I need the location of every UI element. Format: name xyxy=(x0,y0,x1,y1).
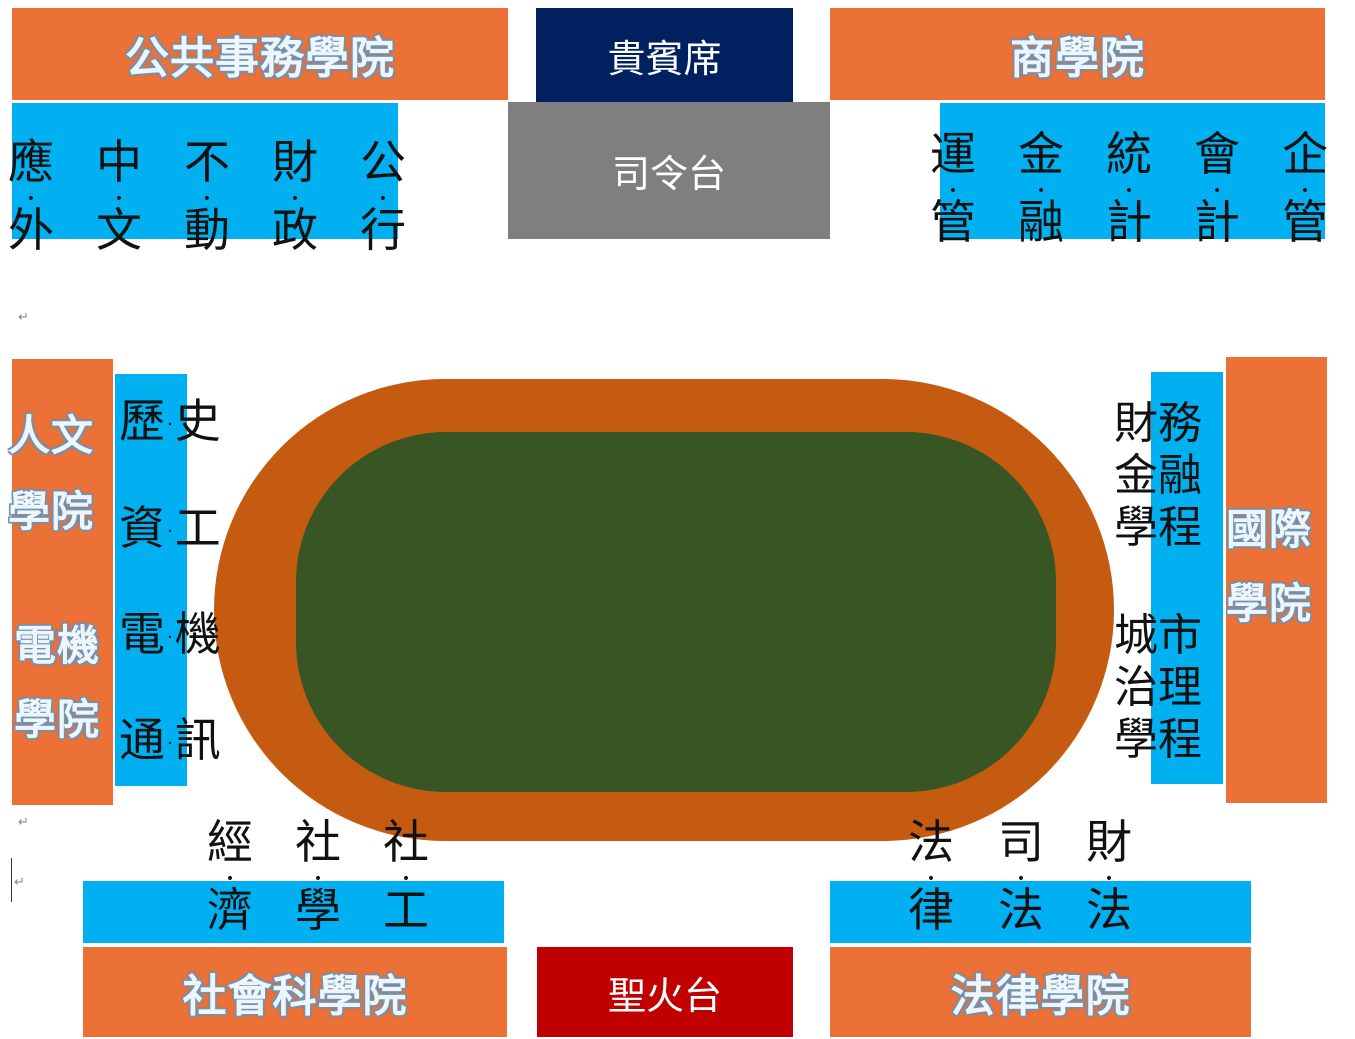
law-college-title: 法律學院 xyxy=(950,971,1131,1022)
dept-column: 金 融 xyxy=(1016,120,1066,256)
dept-char: 法 xyxy=(998,883,1044,937)
dept-char: 企 xyxy=(1280,120,1330,188)
social-sciences-college-banner: 社會科學院 xyxy=(83,947,507,1037)
dept-char: 計 xyxy=(1106,195,1152,249)
vip-seating-block: 貴賓席 xyxy=(536,8,793,102)
dept-char: 經 xyxy=(205,808,255,876)
dept-char: 運 xyxy=(928,120,978,188)
torch-block: 聖火台 xyxy=(537,947,793,1037)
dept-char: 法 xyxy=(906,808,956,876)
social-sciences-dept-area xyxy=(83,881,504,943)
law-dept-area xyxy=(830,881,1251,943)
text-cursor xyxy=(11,858,12,902)
international-college-strip xyxy=(1226,357,1327,803)
dept-char: 統 xyxy=(1104,120,1154,188)
dept-char: 律 xyxy=(908,883,954,937)
left-college-strip xyxy=(12,359,113,805)
dept-column: 中 文 xyxy=(94,128,144,264)
dept-column: 司 法 xyxy=(996,808,1046,944)
dept-column: 社 學 xyxy=(293,808,343,944)
business-college-title: 商學院 xyxy=(1010,33,1145,84)
dept-char: 工 xyxy=(383,883,429,937)
dept-column: 運 管 xyxy=(928,120,978,256)
dept-info-engineering: 資·工 xyxy=(119,501,221,555)
dept-column: 公 行 xyxy=(358,128,408,264)
dept-column: 財 法 xyxy=(1084,808,1134,944)
dept-char: 管 xyxy=(930,195,976,249)
paragraph-mark-icon: ↵ xyxy=(18,310,29,325)
dept-char: 社 xyxy=(381,808,431,876)
dept-char: 文 xyxy=(96,203,142,257)
running-track xyxy=(214,379,1114,841)
eecs-college-title-line2: 學院 xyxy=(14,695,101,744)
business-college-banner: 商學院 xyxy=(830,8,1325,100)
right-dept-strip xyxy=(1151,372,1223,784)
dept-char: 會 xyxy=(1192,120,1242,188)
torch-label: 聖火台 xyxy=(607,973,722,1018)
public-affairs-college-title: 公共事務學院 xyxy=(125,33,395,84)
dept-char: 社 xyxy=(293,808,343,876)
left-dept-strip xyxy=(115,374,187,786)
public-affairs-college-banner: 公共事務學院 xyxy=(12,8,508,100)
dept-column: 財 政 xyxy=(270,128,320,264)
dept-finance-program: 財務 金融 學程 xyxy=(1114,398,1202,553)
dept-char: 融 xyxy=(1018,195,1064,249)
dept-communications: 通·訊 xyxy=(119,713,221,767)
paragraph-mark-icon: ↵ xyxy=(18,815,29,830)
dept-column: 不 動 xyxy=(182,128,232,264)
humanities-college-title-line1: 人文 xyxy=(8,411,95,460)
podium-label: 司令台 xyxy=(611,152,726,196)
law-college-banner: 法律學院 xyxy=(830,947,1251,1037)
paragraph-mark-icon: ↵ xyxy=(14,875,25,890)
vip-seating-label: 貴賓席 xyxy=(607,36,722,81)
dept-char: 中 xyxy=(94,128,144,196)
humanities-college-title-line2: 學院 xyxy=(8,487,95,536)
social-sciences-college-title: 社會科學院 xyxy=(182,971,408,1022)
dept-char: 公 xyxy=(358,128,408,196)
dept-char: 管 xyxy=(1282,195,1328,249)
dept-char: 司 xyxy=(996,808,1046,876)
dept-char: 計 xyxy=(1194,195,1240,249)
dept-char: 金 xyxy=(1016,120,1066,188)
dept-char: 行 xyxy=(360,203,406,257)
dept-char: 不 xyxy=(182,128,232,196)
dept-history: 歷·史 xyxy=(119,394,221,448)
international-college-title-line1: 國際 xyxy=(1226,505,1313,554)
dept-urban-governance-program: 城市 治理 學程 xyxy=(1114,610,1202,765)
podium-block: 司令台 xyxy=(508,102,830,239)
dept-column: 統 計 xyxy=(1104,120,1154,256)
dept-column: 社 工 xyxy=(381,808,431,944)
dept-char: 財 xyxy=(270,128,320,196)
dept-electrical-engineering: 電·機 xyxy=(119,607,221,661)
dept-column: 應 外 xyxy=(6,128,56,264)
dept-char: 外 xyxy=(8,203,54,257)
eecs-college-title-line1: 電機 xyxy=(14,621,101,670)
dept-char: 應 xyxy=(6,128,56,196)
dept-char: 濟 xyxy=(207,883,253,937)
dept-column: 企 管 xyxy=(1280,120,1330,256)
dept-column: 經 濟 xyxy=(205,808,255,944)
dept-char: 法 xyxy=(1086,883,1132,937)
field-inner xyxy=(296,432,1056,792)
dept-column: 法 律 xyxy=(906,808,956,944)
dept-char: 財 xyxy=(1084,808,1134,876)
dept-char: 政 xyxy=(272,203,318,257)
international-college-title-line2: 學院 xyxy=(1226,579,1313,628)
dept-column: 會 計 xyxy=(1192,120,1242,256)
dept-char: 動 xyxy=(184,203,230,257)
dept-char: 學 xyxy=(295,883,341,937)
